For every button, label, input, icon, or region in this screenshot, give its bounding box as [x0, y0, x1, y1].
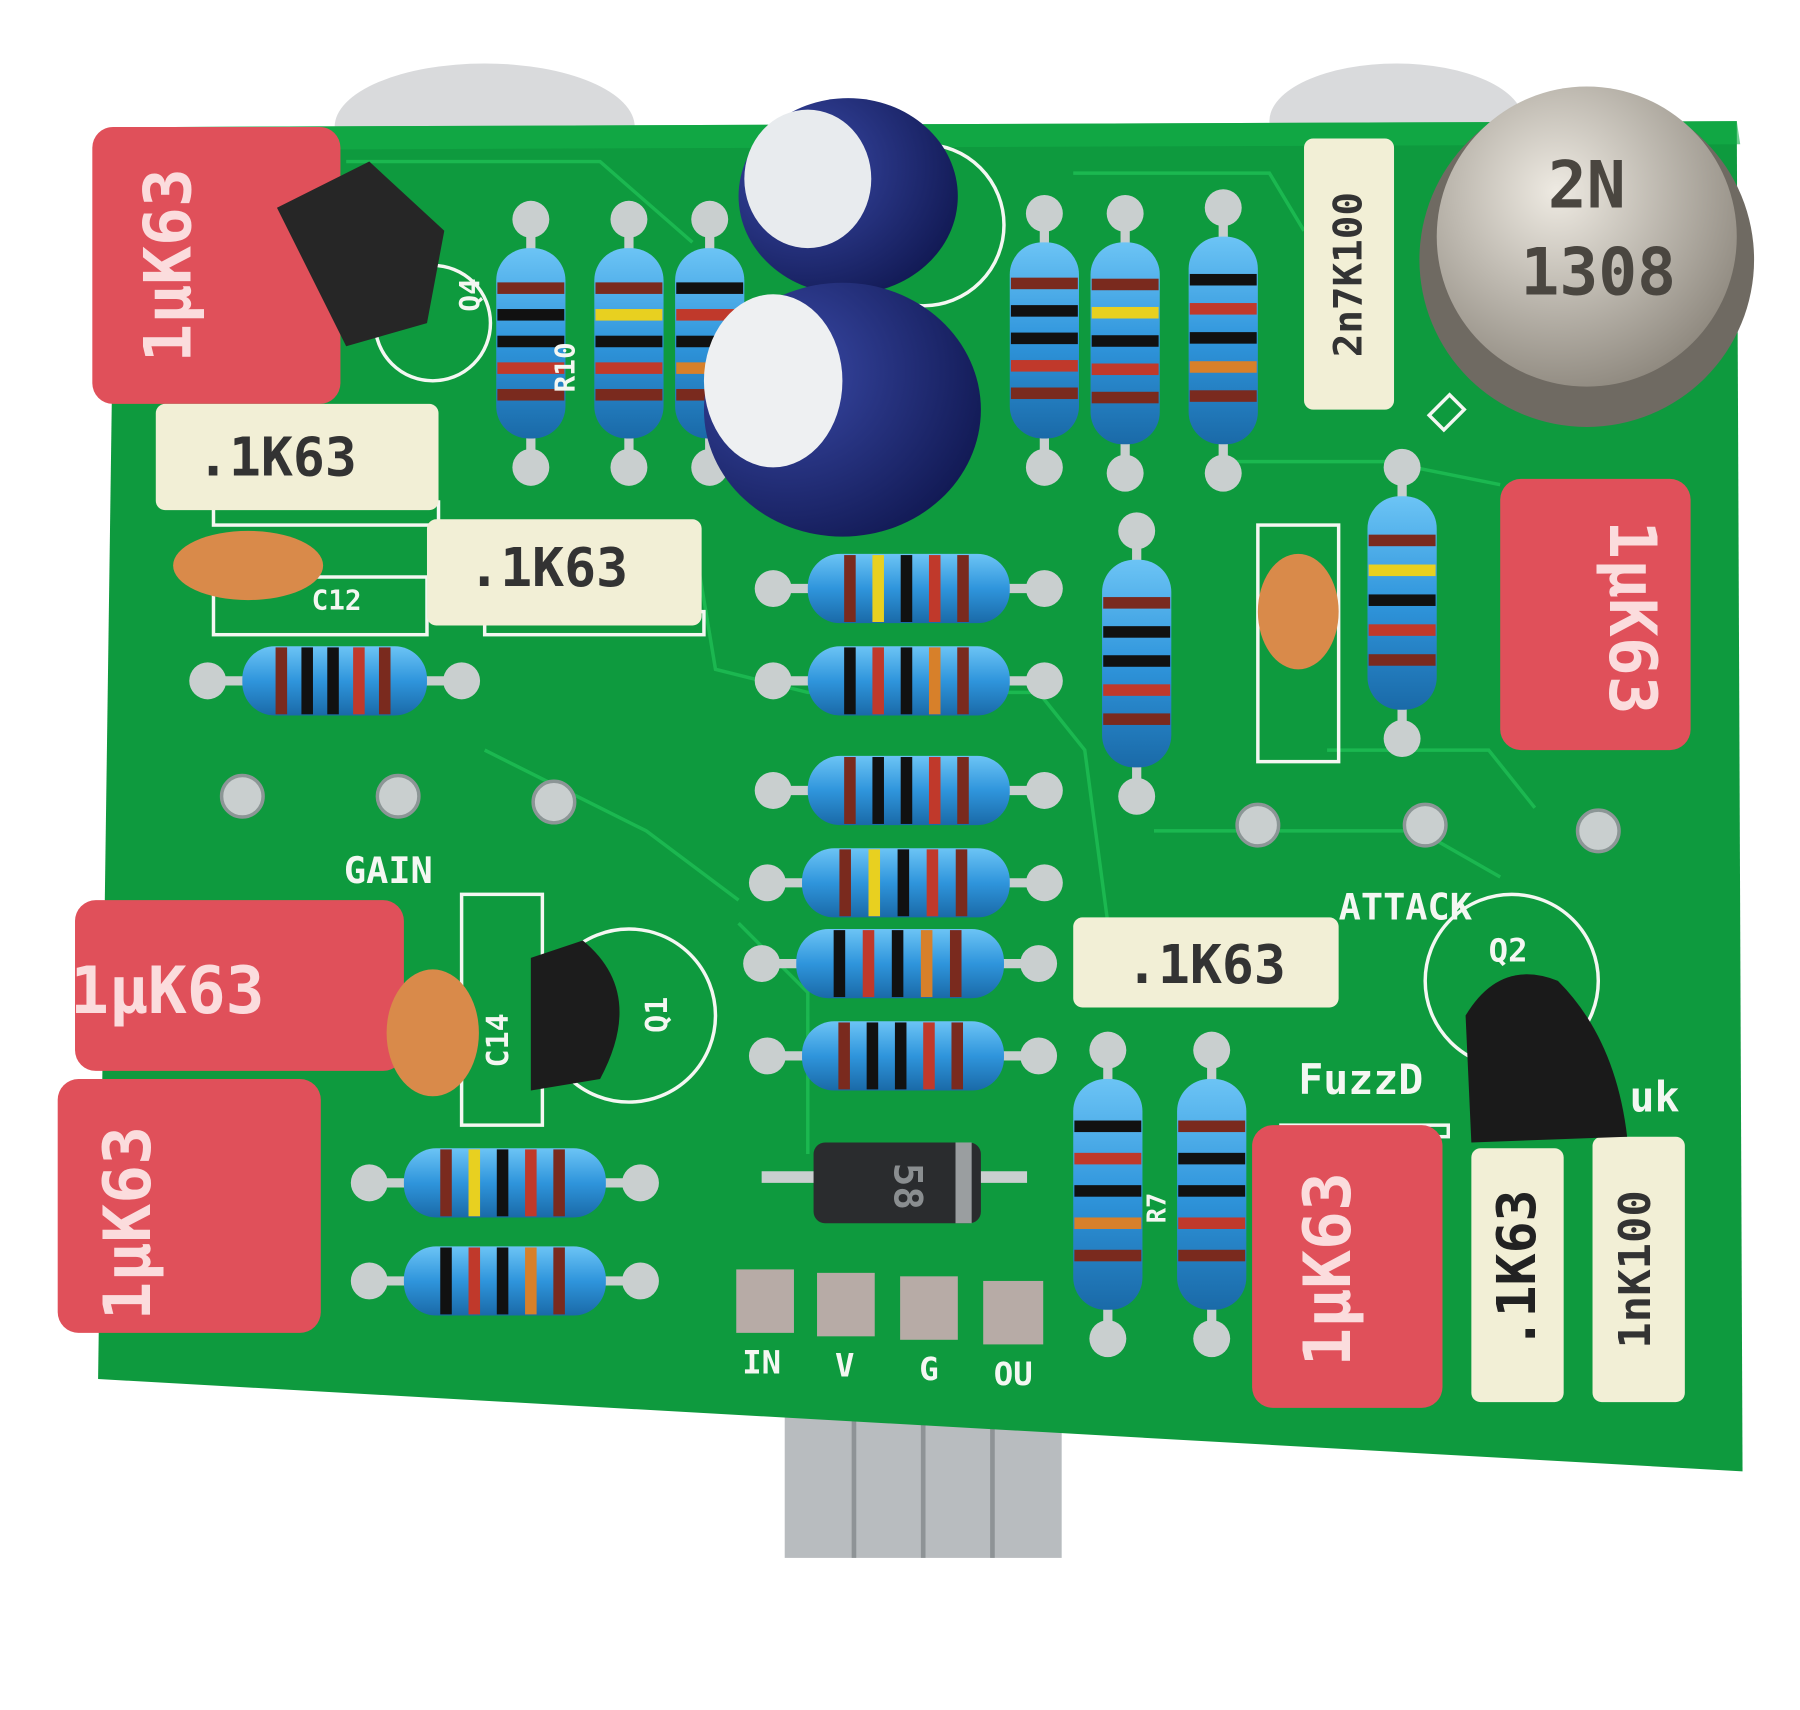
- label-c12: C12: [312, 583, 362, 616]
- resistor: [1188, 189, 1258, 492]
- resistor: [1009, 195, 1079, 486]
- resistor: [748, 848, 1063, 918]
- resistor: [754, 553, 1063, 624]
- svg-text:58: 58: [884, 1163, 929, 1210]
- electrolytic-capacitor: [703, 282, 981, 537]
- label-r10: R10: [549, 342, 582, 392]
- diode: 58: [761, 1142, 1028, 1224]
- resistor: [1177, 1031, 1247, 1358]
- resistor: [1102, 512, 1172, 815]
- film-capacitor-cream: .1K63: [1471, 1148, 1564, 1403]
- electrolytic-capacitor: [738, 98, 958, 295]
- brand-label-suffix: uk: [1629, 1072, 1679, 1121]
- label-c14: C14: [481, 1013, 516, 1067]
- svg-text:1µK63: 1µK63: [91, 1126, 166, 1321]
- svg-text:.1K63: .1K63: [197, 426, 357, 488]
- connection-pads: IN V G OU: [736, 1269, 1044, 1393]
- label-q2: Q2: [1489, 931, 1528, 969]
- resistor: [350, 1148, 659, 1218]
- ceramic-capacitor: [173, 530, 324, 601]
- ceramic-capacitor: [1257, 553, 1339, 670]
- film-capacitor-red: 1µK63: [1500, 478, 1691, 751]
- can-marking-line1: 2N: [1548, 149, 1626, 224]
- pad-in[interactable]: [736, 1269, 794, 1333]
- svg-text:1µK63: 1µK63: [1291, 1172, 1366, 1367]
- svg-text:.1K63: .1K63: [1486, 1190, 1548, 1350]
- transistor-q1: [530, 940, 620, 1091]
- svg-text:1µK63: 1µK63: [1594, 520, 1669, 715]
- resistor: [594, 200, 664, 486]
- can-marking-line2: 1308: [1520, 235, 1676, 310]
- svg-text:1µK63: 1µK63: [131, 168, 206, 363]
- film-capacitor-red: 1µK63: [1252, 1125, 1443, 1408]
- film-capacitor-cream: .1K63: [1073, 917, 1339, 1008]
- pad-label: V: [835, 1347, 854, 1385]
- svg-text:2n7K100: 2n7K100: [1327, 192, 1372, 357]
- film-capacitor-cream: 1nK100: [1592, 1136, 1685, 1403]
- resistor: [754, 646, 1063, 716]
- film-capacitor-cream: 2n7K100: [1304, 138, 1395, 410]
- pad-label: IN: [742, 1343, 781, 1381]
- resistor: [1073, 1031, 1143, 1358]
- label-gain: GAIN: [344, 849, 433, 892]
- svg-text:1µK63: 1µK63: [70, 954, 265, 1029]
- pad-label: G: [919, 1350, 938, 1388]
- pad-g[interactable]: [900, 1276, 958, 1340]
- film-capacitor-red: 1µK63: [70, 900, 404, 1071]
- brand-label: FuzzD: [1298, 1055, 1423, 1104]
- resistor: [350, 1246, 659, 1316]
- svg-text:.1K63: .1K63: [468, 537, 628, 599]
- resistor: [748, 1021, 1058, 1091]
- resistor: [496, 200, 566, 486]
- metal-can-transistor: 2N 1308: [1419, 86, 1755, 427]
- solder-joints: [219, 773, 1621, 854]
- svg-text:.1K63: .1K63: [1126, 934, 1286, 996]
- ceramic-capacitor: [386, 969, 479, 1097]
- svg-text:1nK100: 1nK100: [1610, 1190, 1661, 1348]
- label-q4: Q4: [453, 278, 486, 311]
- transistor-q4: [276, 161, 445, 347]
- label-q1: Q1: [640, 997, 675, 1033]
- pad-v[interactable]: [817, 1272, 875, 1337]
- pad-out[interactable]: [983, 1280, 1044, 1345]
- copper-traces: [346, 159, 1537, 1155]
- film-capacitor-cream: .1K63: [155, 403, 439, 511]
- resistor: [189, 646, 481, 716]
- film-capacitor-red: 1µK63: [92, 126, 341, 404]
- resistor: [743, 928, 1058, 999]
- film-capacitor-red: 1µK63: [57, 1078, 321, 1333]
- film-capacitor-cream: .1K63: [426, 519, 702, 626]
- transistor-q2: [1465, 974, 1628, 1143]
- label-r7: R7: [1142, 1193, 1172, 1224]
- resistor: [754, 755, 1063, 826]
- pad-label: OU: [994, 1355, 1033, 1393]
- label-attack: ATTACK: [1339, 886, 1473, 929]
- resistor: [1090, 195, 1160, 492]
- resistor: [1367, 448, 1437, 758]
